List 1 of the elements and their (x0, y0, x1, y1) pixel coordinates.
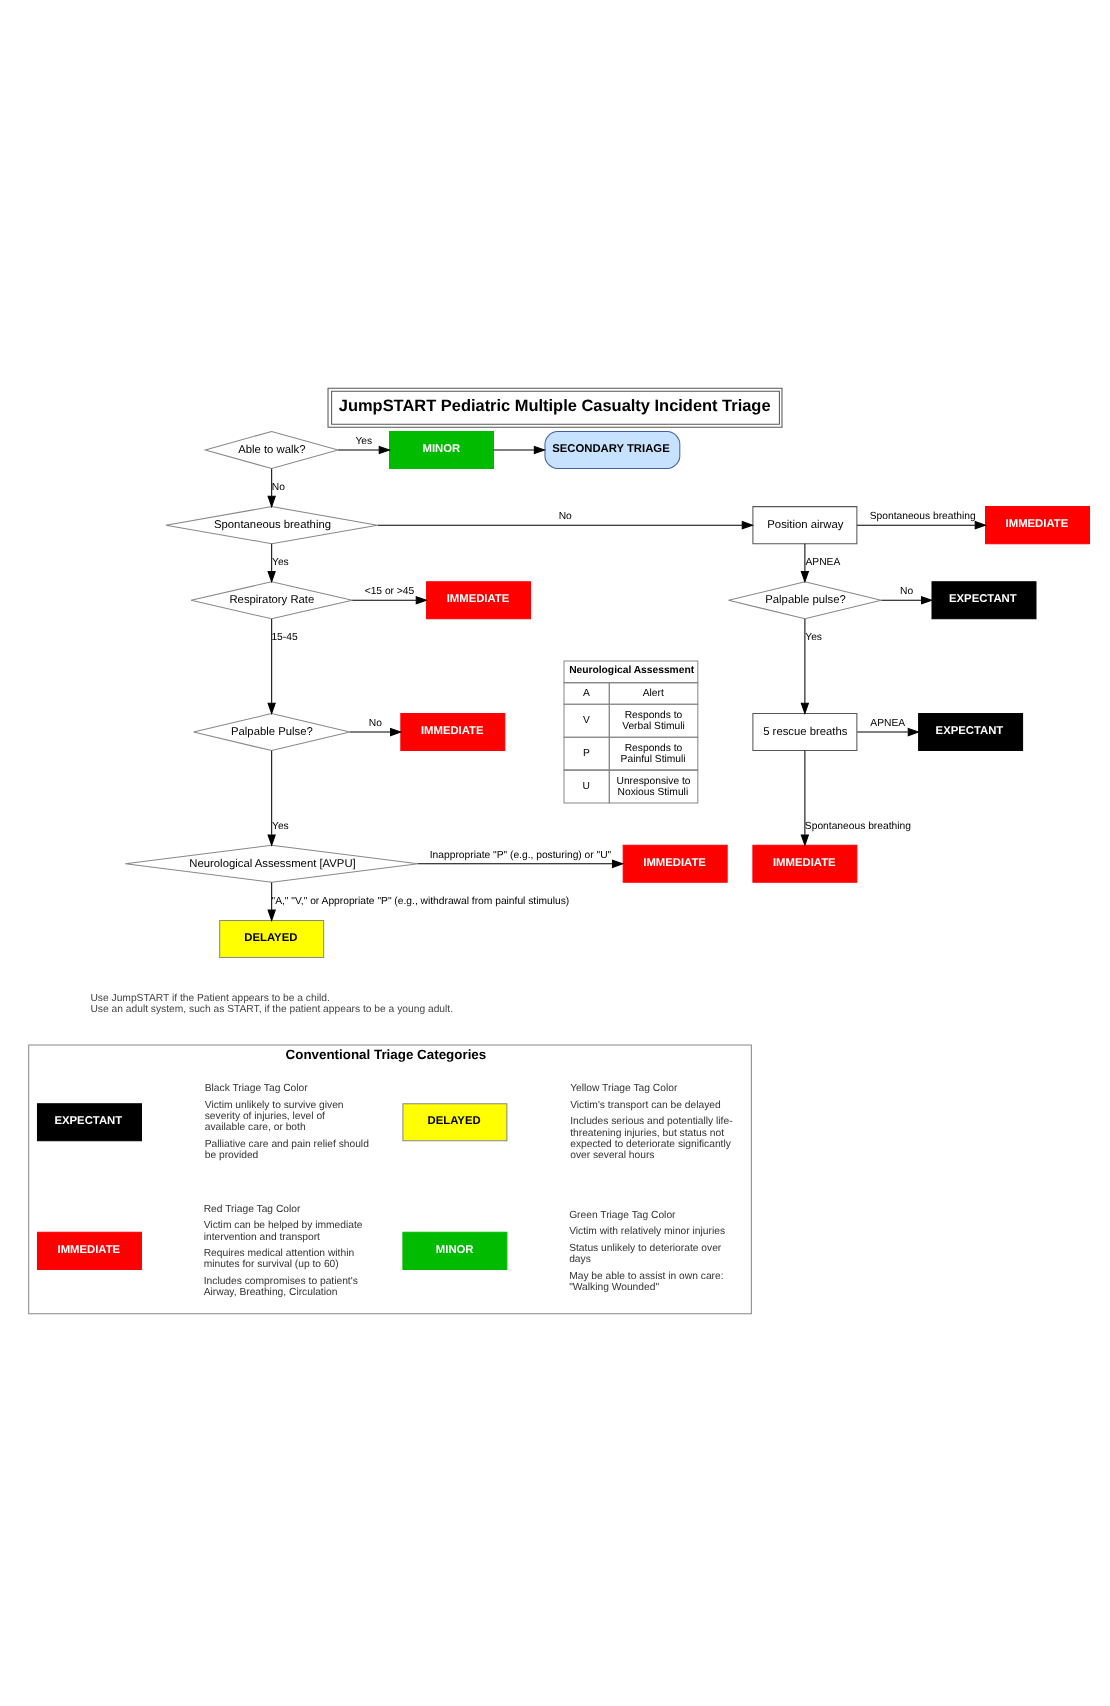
diagram-title: JumpSTART Pediatric Multiple Casualty Incident Triage (338, 396, 771, 415)
